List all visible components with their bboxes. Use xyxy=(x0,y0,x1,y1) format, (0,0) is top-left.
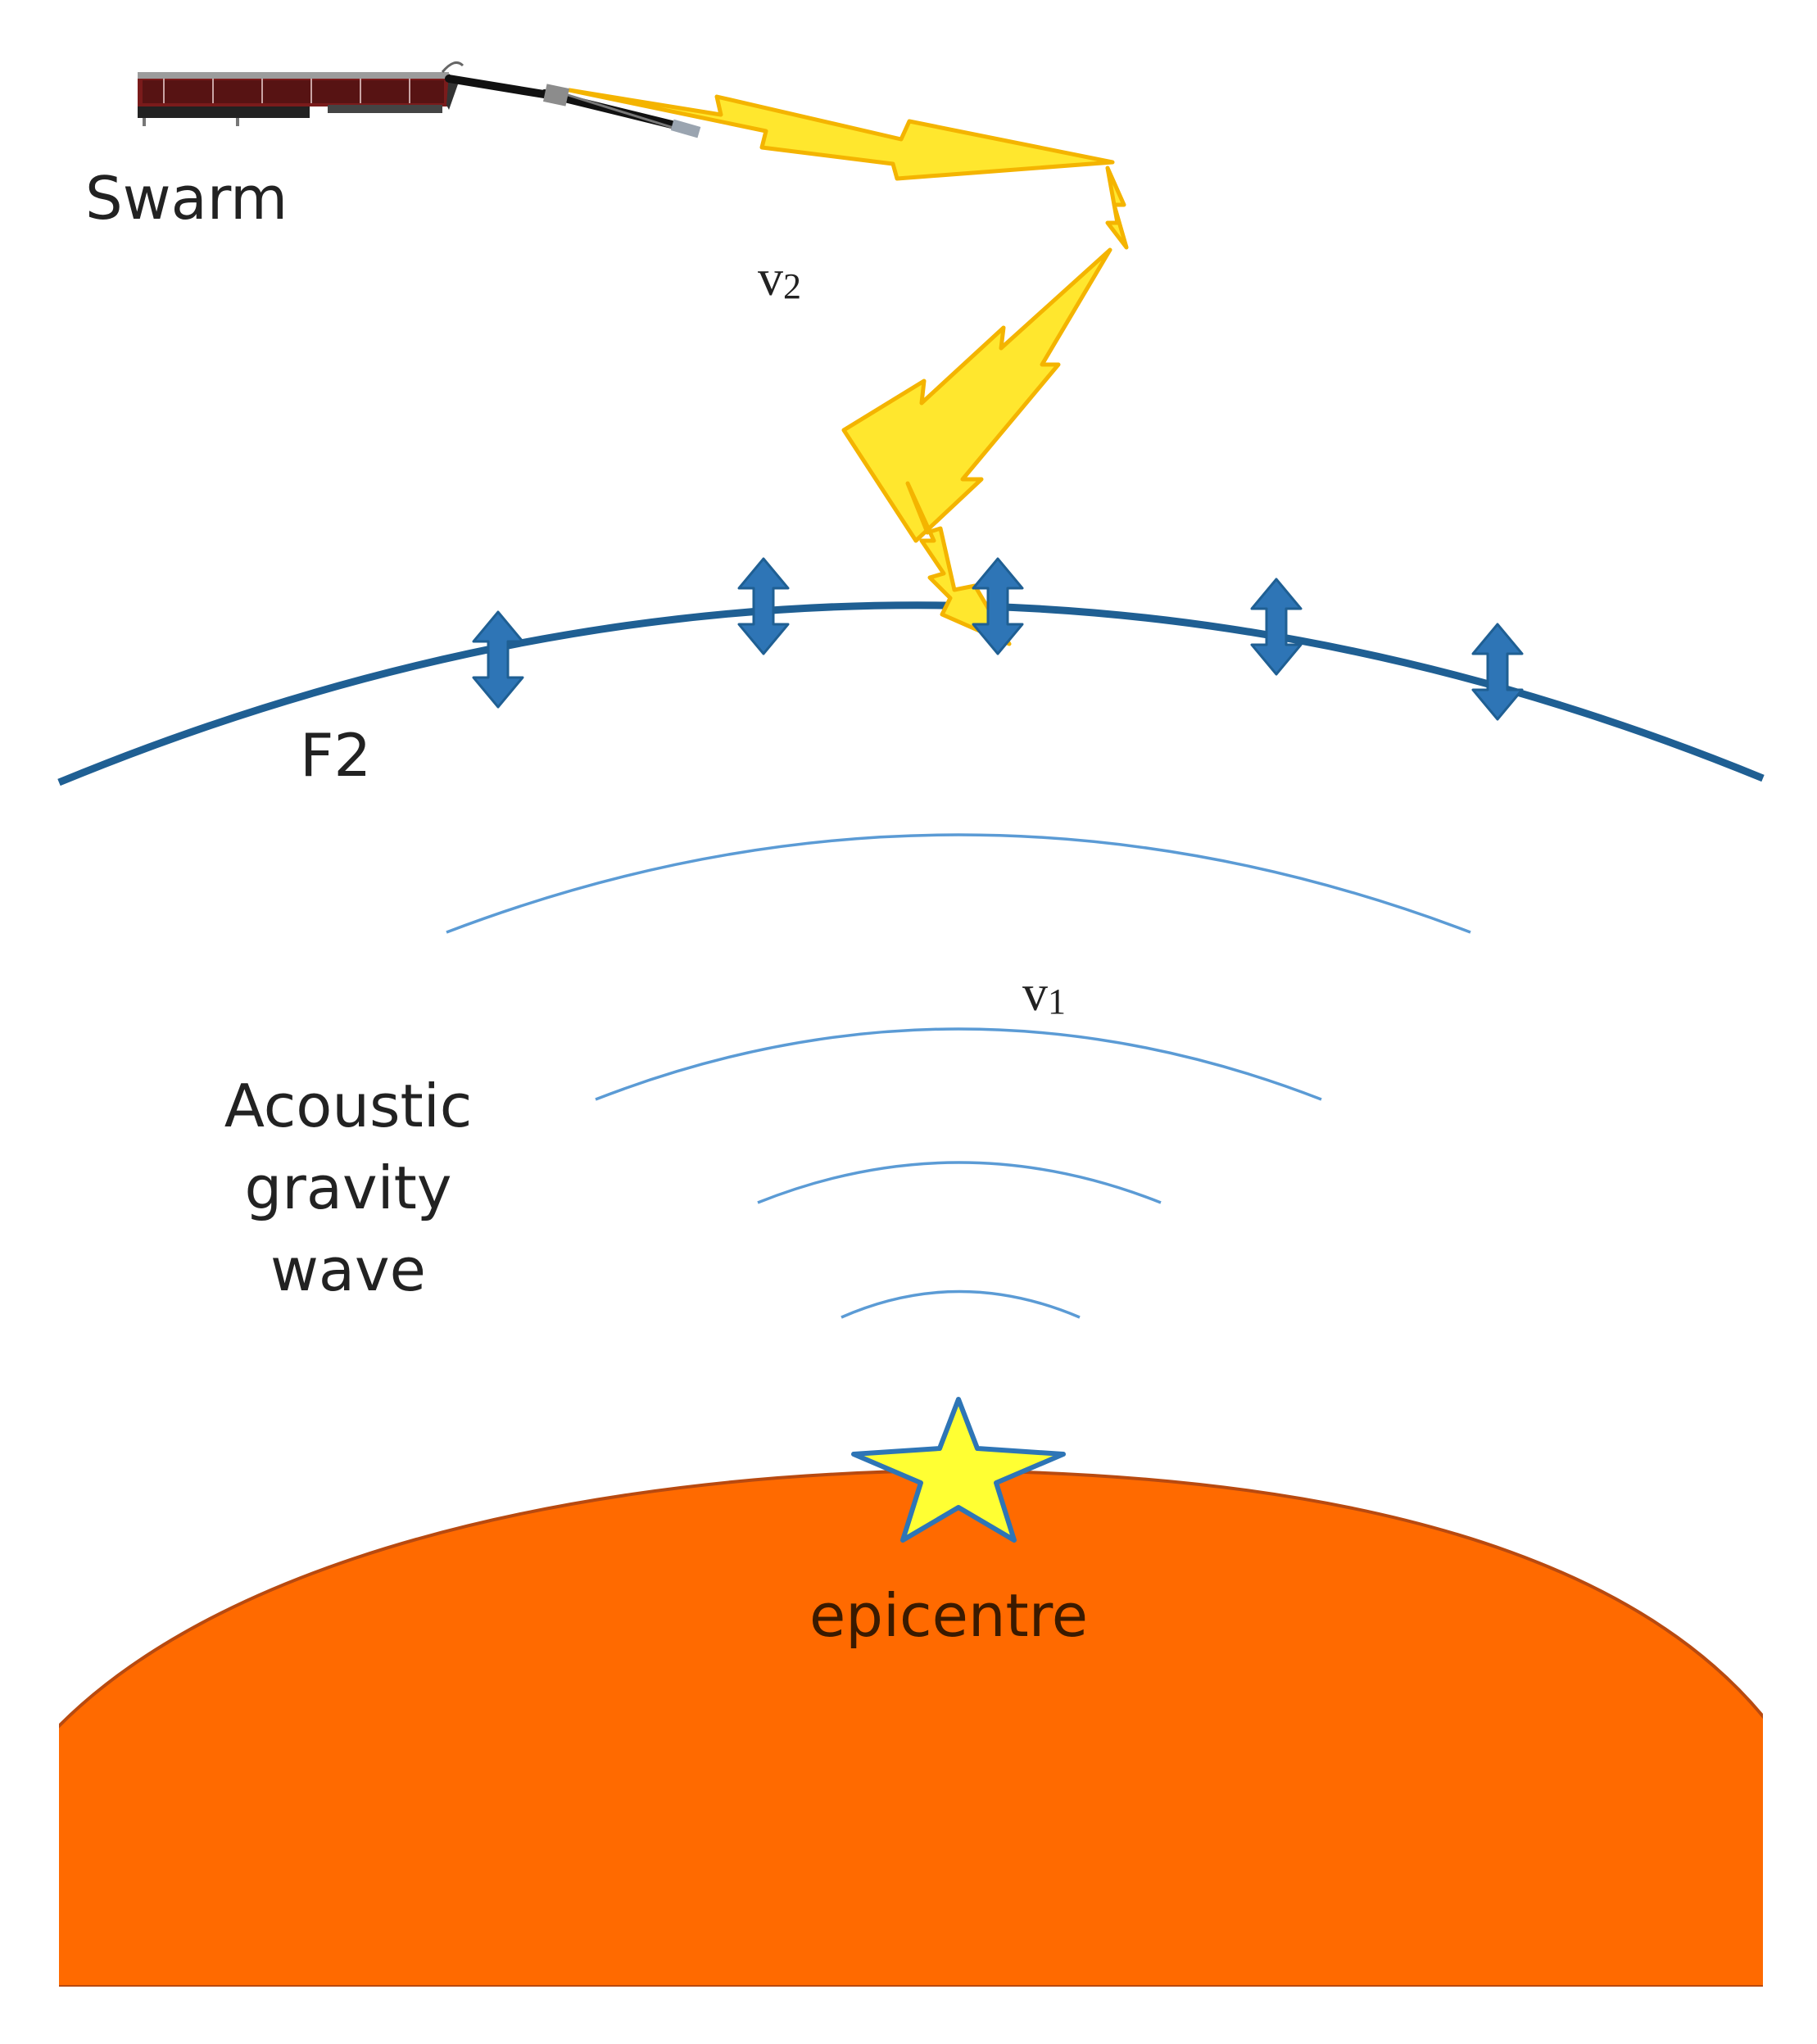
lightning-segment-lower xyxy=(905,481,1012,646)
wave-front-4 xyxy=(841,1289,1081,1319)
double-arrow-icon xyxy=(472,610,524,709)
velocity-v2-symbol: v xyxy=(758,251,783,306)
double-arrow-icon xyxy=(1471,623,1524,721)
lightning-segment-horizontal xyxy=(567,88,1115,181)
wave-front-3 xyxy=(757,1161,1162,1204)
double-arrow-icon xyxy=(972,557,1024,655)
earth xyxy=(59,1468,1763,1987)
vertical-motion-arrows xyxy=(472,557,1524,721)
velocity-v1-label: v1 xyxy=(1022,965,1066,1023)
lightning-segment-diagonal xyxy=(841,247,1112,543)
velocity-v2-label: v2 xyxy=(758,250,801,308)
double-arrow-icon xyxy=(737,557,790,655)
velocity-v1-subscript: 1 xyxy=(1048,981,1066,1022)
f2-layer-label: F2 xyxy=(300,721,372,790)
lightning-icon xyxy=(567,88,1129,646)
satellite-label: Swarm xyxy=(85,164,288,233)
wave-front-1 xyxy=(446,833,1471,934)
acoustic-wave-fronts xyxy=(446,833,1471,1319)
velocity-v2-subscript: 2 xyxy=(783,266,801,306)
wave-front-2 xyxy=(595,1027,1322,1101)
acoustic-gravity-wave-label: Acoustic gravity wave xyxy=(224,1072,473,1304)
velocity-v1-symbol: v xyxy=(1022,966,1048,1022)
epicentre-label: epicentre xyxy=(809,1581,1089,1650)
lightning-segment-small xyxy=(1105,165,1129,250)
double-arrow-icon xyxy=(1250,578,1303,676)
earth-surface xyxy=(59,1468,1763,1987)
satellite-icon xyxy=(138,61,701,138)
star-icon xyxy=(851,1397,1066,1543)
